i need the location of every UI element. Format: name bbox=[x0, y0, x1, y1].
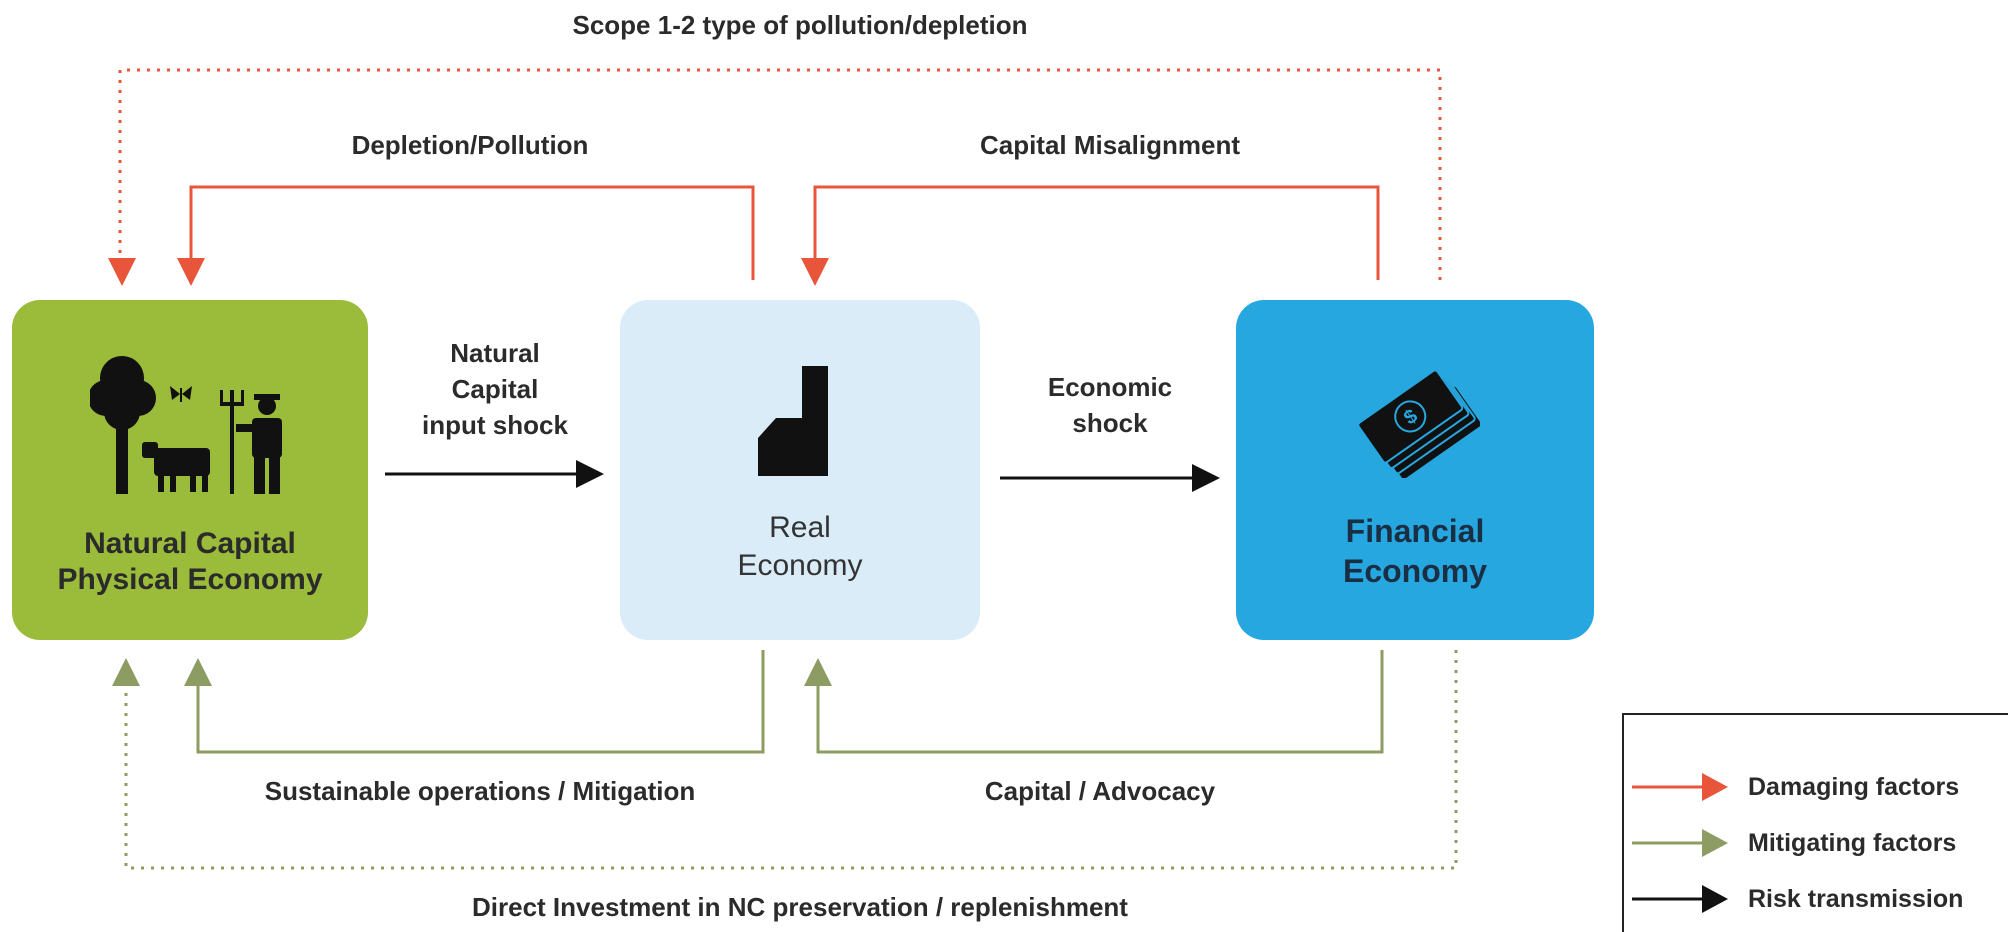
nc-shock-arrowhead bbox=[576, 460, 604, 488]
financial-economy-box: $ Financial Economy bbox=[1236, 300, 1594, 640]
legend: Damaging factors Mitigating factors Risk… bbox=[1622, 713, 2008, 932]
scope-dotted-line bbox=[118, 68, 1442, 280]
misalignment-line bbox=[813, 185, 1380, 280]
natural-capital-title-2: Physical Economy bbox=[57, 563, 323, 596]
legend-item-transmission: Risk transmission bbox=[1624, 879, 2004, 919]
depletion-arrowhead bbox=[177, 258, 205, 286]
financial-economy-title-1: Financial bbox=[1345, 513, 1485, 549]
investment-dotted-line bbox=[124, 650, 1458, 870]
misalignment-label: Capital Misalignment bbox=[979, 130, 1241, 160]
sustainable-label: Sustainable operations / Mitigation bbox=[264, 776, 696, 806]
nc-shock-label-2: Capital bbox=[451, 374, 539, 404]
investment-label: Direct Investment in NC preservation / r… bbox=[472, 892, 1128, 922]
real-economy-title-2: Economy bbox=[737, 549, 863, 582]
natural-capital-box: Natural Capital Physical Economy bbox=[12, 300, 368, 640]
money-stack-icon: $ bbox=[1357, 369, 1480, 478]
tree-cow-farmer-icon bbox=[90, 356, 282, 494]
nc-shock-label-3: input shock bbox=[422, 410, 568, 440]
factory-icon bbox=[758, 366, 828, 476]
econ-shock-label-2: shock bbox=[1072, 408, 1148, 438]
red-arrow-icon bbox=[1632, 773, 1728, 801]
legend-item-damaging: Damaging factors bbox=[1624, 767, 2004, 807]
misalignment-arrowhead bbox=[801, 258, 829, 286]
advocacy-line bbox=[816, 650, 1384, 754]
sustainable-line bbox=[196, 650, 765, 754]
investment-arrowhead bbox=[112, 658, 140, 686]
advocacy-arrowhead bbox=[804, 658, 832, 686]
econ-shock-label-1: Economic bbox=[1047, 372, 1173, 402]
legend-label-transmission: Risk transmission bbox=[1748, 885, 1964, 913]
financial-economy-title-2: Economy bbox=[1342, 553, 1488, 589]
nc-shock-label-1: Natural bbox=[450, 338, 540, 368]
black-arrow-icon bbox=[1632, 885, 1728, 913]
real-economy-box: Real Economy bbox=[620, 300, 980, 640]
scope-arrowhead bbox=[108, 258, 136, 286]
scope-label: Scope 1-2 type of pollution/depletion bbox=[572, 10, 1028, 40]
depletion-line bbox=[189, 185, 755, 280]
sustainable-arrowhead bbox=[184, 658, 212, 686]
legend-label-mitigating: Mitigating factors bbox=[1748, 829, 1957, 857]
natural-capital-title-1: Natural Capital bbox=[84, 527, 296, 560]
legend-item-mitigating: Mitigating factors bbox=[1624, 823, 2004, 863]
depletion-label: Depletion/Pollution bbox=[351, 130, 589, 160]
advocacy-label: Capital / Advocacy bbox=[984, 776, 1216, 806]
econ-shock-arrowhead bbox=[1192, 464, 1220, 492]
legend-label-damaging: Damaging factors bbox=[1748, 773, 1960, 801]
real-economy-title-1: Real bbox=[769, 511, 831, 544]
green-arrow-icon bbox=[1632, 829, 1728, 857]
